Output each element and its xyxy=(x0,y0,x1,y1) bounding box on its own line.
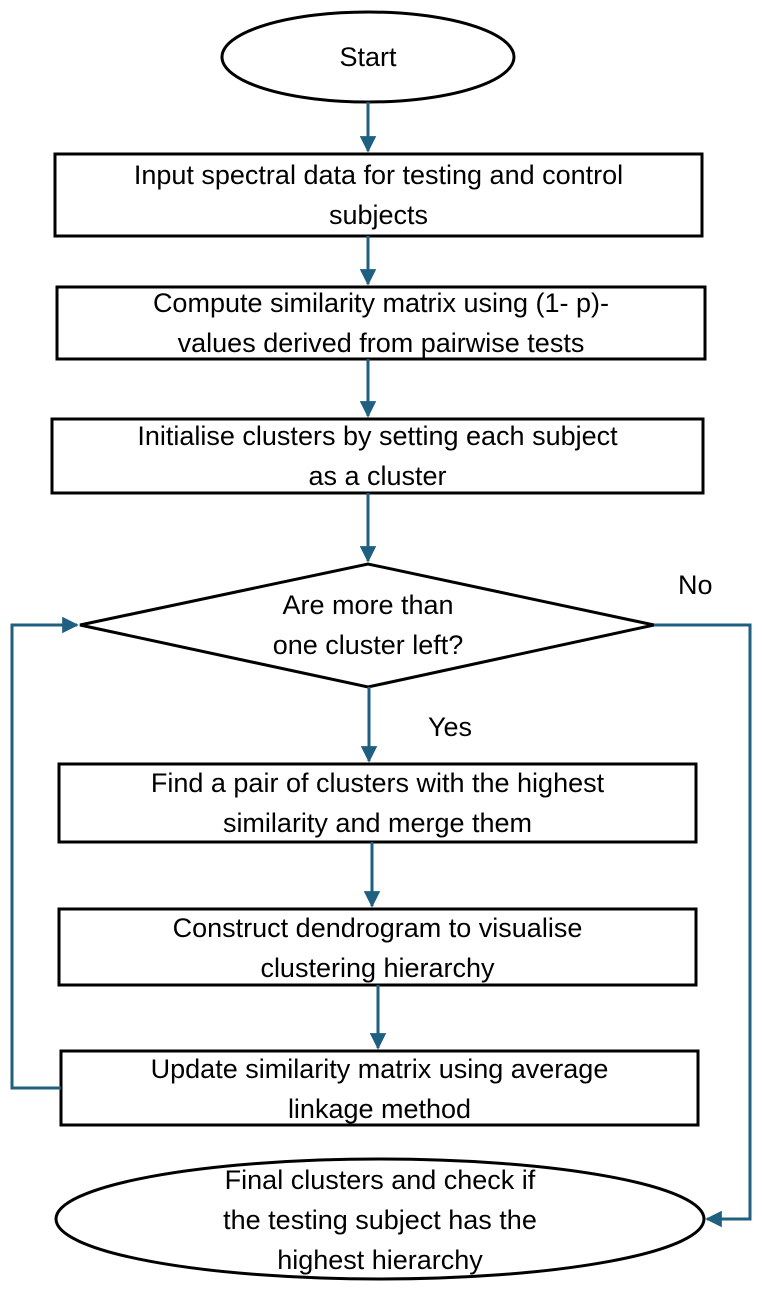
text-line: Initialise clusters by setting each subj… xyxy=(137,421,618,451)
text-line: one cluster left? xyxy=(272,630,464,660)
text-line: Compute similarity matrix using (1- p)- xyxy=(152,288,610,318)
arrow-update-loop-back-to-decision xyxy=(10,616,79,1090)
end-terminal-text: Final clusters and check if the testing s… xyxy=(140,1160,620,1280)
init-step-text: Initialise clusters by setting each subj… xyxy=(52,416,703,496)
end-terminal-shape xyxy=(54,1157,706,1281)
text-line: Update similarity matrix using average xyxy=(150,1054,609,1084)
merge-step-text: Find a pair of clusters with the highest… xyxy=(59,763,696,843)
text-line: similarity and merge them xyxy=(222,808,533,838)
text-line: values derived from pairwise tests xyxy=(177,328,585,358)
merge-step-box xyxy=(57,762,698,844)
input-step-box xyxy=(53,152,704,238)
dendrogram-step-text: Construct dendrogram to visualise cluster… xyxy=(59,908,696,988)
compute-step-text: Compute similarity matrix using (1- p)- v… xyxy=(57,283,705,363)
text-line: Are more than xyxy=(282,590,454,620)
text-line: the testing subject has the xyxy=(223,1205,537,1235)
text-line: highest hierarchy xyxy=(277,1245,483,1275)
text-line: Find a pair of clusters with the highest xyxy=(150,768,605,798)
yes-branch-label: Yes xyxy=(428,712,473,742)
compute-step-box xyxy=(55,285,707,361)
arrow-decision-no-to-end xyxy=(654,623,752,1228)
text-line: Input spectral data for testing and cont… xyxy=(133,160,624,190)
update-step-box xyxy=(59,1049,700,1127)
text-line: Start xyxy=(339,42,397,72)
start-terminal-text: Start xyxy=(222,12,514,102)
update-step-text: Update similarity matrix using average li… xyxy=(61,1049,698,1129)
text-line: subjects xyxy=(328,200,429,230)
text-line: clustering hierarchy xyxy=(260,953,495,983)
no-branch-label: No xyxy=(678,570,713,600)
text-line: as a cluster xyxy=(308,461,447,491)
input-step-text: Input spectral data for testing and cont… xyxy=(55,154,702,236)
dendrogram-step-box xyxy=(57,907,698,987)
text-line: linkage method xyxy=(287,1094,472,1124)
text-line: Construct dendrogram to visualise xyxy=(172,913,583,943)
init-step-box xyxy=(50,417,705,495)
text-line: Final clusters and check if xyxy=(224,1165,536,1195)
decision-text: Are more than one cluster left? xyxy=(168,585,568,665)
